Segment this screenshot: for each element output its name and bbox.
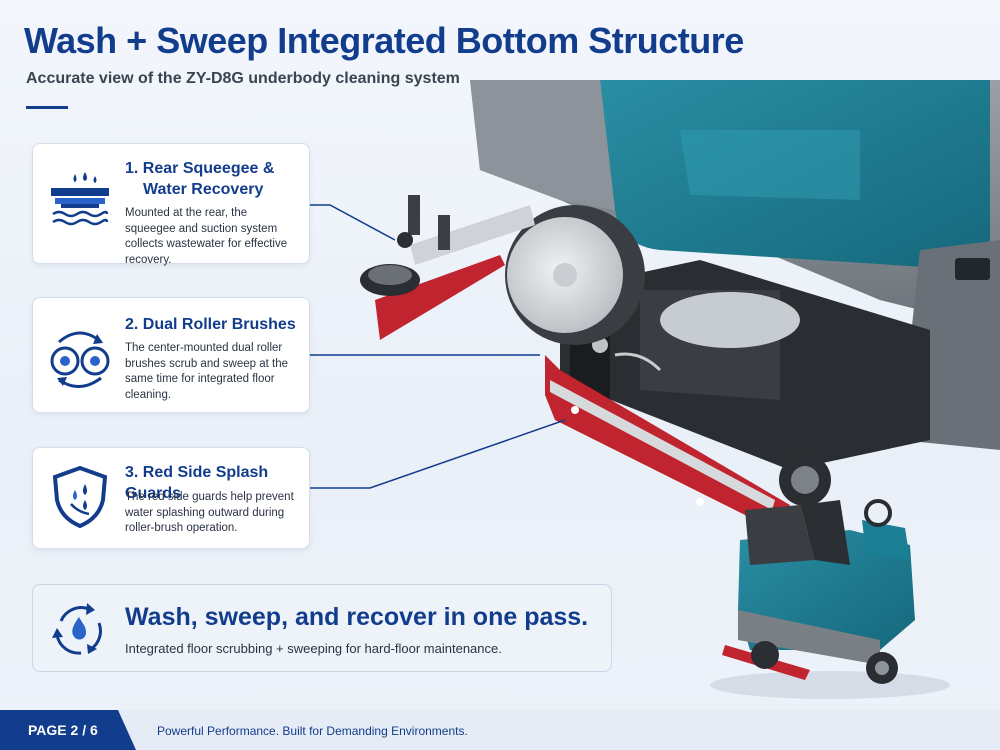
callout-card-dual-roller: 2. Dual Roller Brushes The center-mounte… — [32, 297, 310, 413]
dual-roller-brush-icon — [50, 331, 110, 388]
inset-machine-thumbnail — [710, 499, 950, 699]
summary-banner: Wash, sweep, and recover in one pass. In… — [32, 584, 612, 672]
callout-body: The center-mounted dual roller brushes s… — [125, 342, 289, 401]
rear-wheel — [505, 205, 645, 345]
page-title: Wash + Sweep Integrated Bottom Structure — [24, 20, 744, 61]
callout-title: 1. Rear Squeegee & Water Recovery — [125, 160, 275, 198]
shield-droplets-icon — [52, 465, 108, 529]
footer-tagline: Powerful Performance. Built for Demandin… — [157, 724, 468, 738]
page-subtitle: Accurate view of the ZY-D8G underbody cl… — [26, 70, 460, 87]
callout-body: Mounted at the rear, the squeegee and su… — [125, 207, 288, 266]
callout-body: The red side guards help prevent water s… — [125, 491, 294, 534]
water-cycle-icon — [52, 603, 102, 655]
summary-body: Integrated floor scrubbing + sweeping fo… — [125, 641, 502, 656]
footer-bar: PAGE 2 / 6 Powerful Performance. Built f… — [0, 710, 1000, 750]
page-number: PAGE 2 / 6 — [28, 722, 98, 738]
title-underline — [26, 106, 68, 109]
machine-body-shell — [470, 80, 1000, 450]
page-badge — [0, 710, 136, 750]
side-splash-guard — [545, 355, 831, 530]
callout-title: 2. Dual Roller Brushes — [125, 316, 296, 333]
summary-headline: Wash, sweep, and recover in one pass. — [125, 603, 589, 631]
brush-deck — [560, 260, 930, 470]
callout-card-splash-guards: 3. Red Side Splash Guards The red side g… — [32, 447, 310, 549]
callout-card-rear-squeegee: 1. Rear Squeegee & Water Recovery Mounte… — [32, 143, 310, 266]
rear-squeegee — [360, 195, 535, 340]
callout-title: 3. Red Side Splash Guards — [125, 464, 269, 502]
callout-leader-lines — [310, 204, 566, 489]
footer-strip — [0, 710, 1000, 750]
squeegee-water-icon — [51, 172, 109, 226]
